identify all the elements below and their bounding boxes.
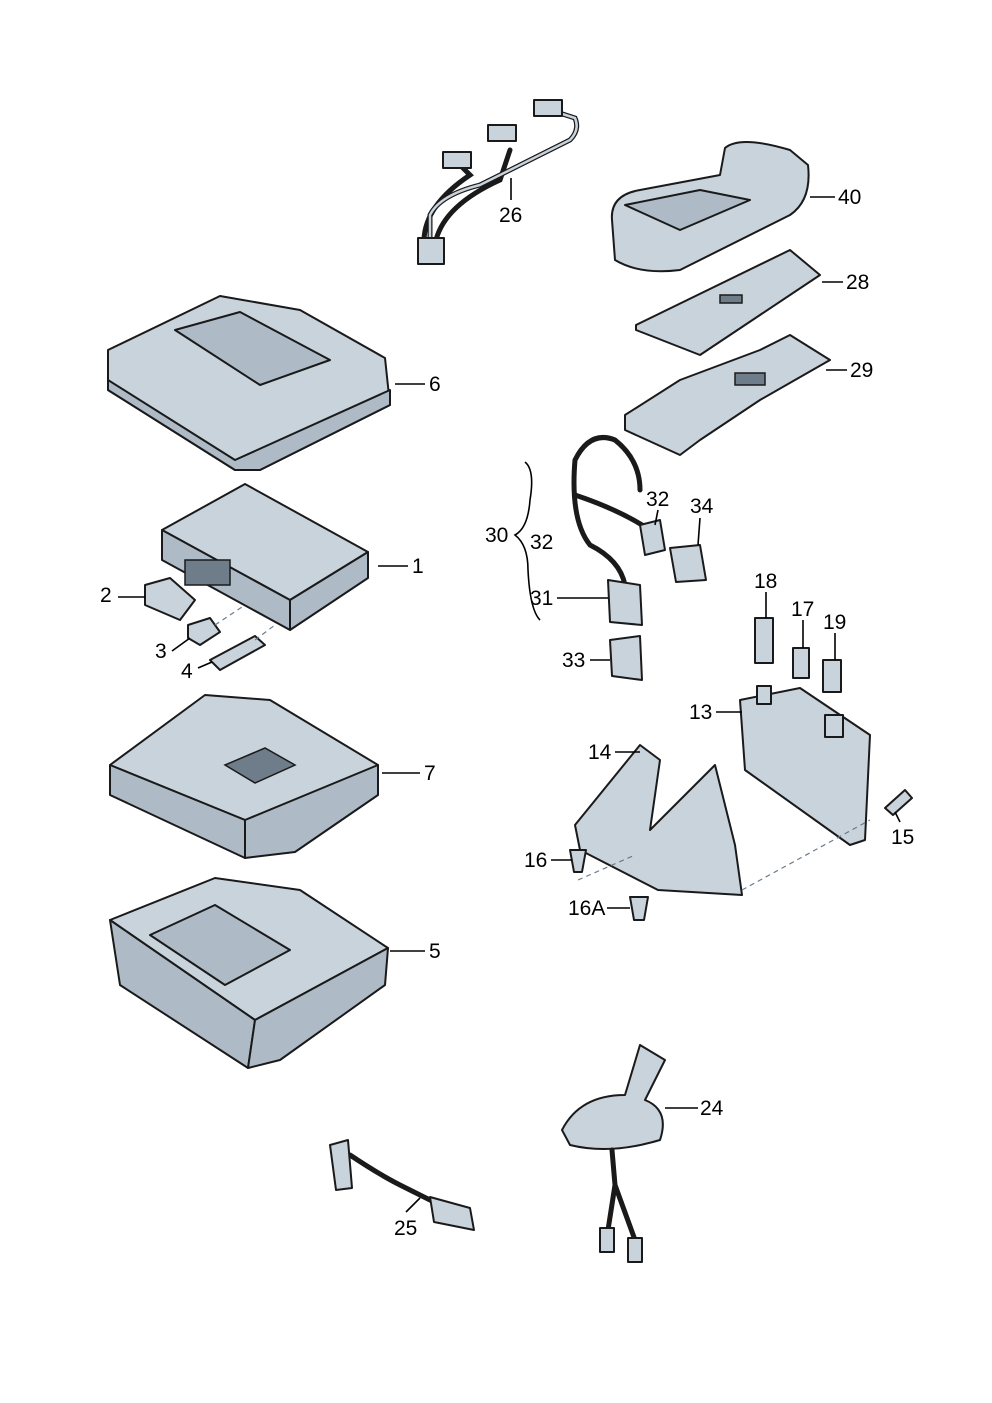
callout-34: 34 (690, 495, 714, 518)
callout-1: 1 (412, 555, 424, 578)
part-14-bracket[interactable] (574, 744, 743, 896)
part-13-module[interactable] (739, 617, 871, 846)
callout-14: 14 (588, 741, 612, 764)
callout-40: 40 (838, 186, 861, 209)
part-2-connector[interactable] (144, 577, 196, 621)
part-26-wiring-harness[interactable] (417, 99, 580, 265)
callout-13: 13 (689, 701, 712, 724)
part-29-circuit-board[interactable] (624, 334, 831, 456)
callout-4: 4 (181, 660, 193, 683)
part-40-center-console-tray[interactable] (610, 140, 810, 273)
callout-6: 6 (429, 373, 441, 396)
leader-lines (118, 178, 901, 1213)
callout-26: 26 (499, 204, 522, 227)
part-4-card[interactable] (209, 635, 266, 671)
part-3-connector[interactable] (187, 617, 221, 646)
callout-19: 19 (823, 611, 846, 634)
part-16-screw[interactable] (569, 849, 587, 873)
callout-25: 25 (394, 1217, 417, 1240)
callout-32: 32 (646, 488, 669, 511)
callout-7: 7 (424, 762, 436, 785)
part-15-screw[interactable] (884, 789, 913, 816)
part-25-antenna-cable[interactable] (329, 1139, 475, 1231)
callout-15: 15 (891, 826, 914, 849)
callout-labels: 26 40 28 29 6 30 32 32 34 1 2 31 18 17 1… (100, 186, 914, 1240)
callout-24: 24 (700, 1097, 724, 1120)
part-5-housing[interactable] (109, 877, 389, 1069)
part-1-control-unit[interactable] (161, 483, 369, 631)
callout-16a: 16A (568, 897, 605, 920)
callout-2: 2 (100, 584, 112, 607)
callout-30: 30 (485, 524, 508, 547)
callout-28: 28 (846, 271, 869, 294)
part-7-tray[interactable] (109, 694, 379, 859)
part-30-cable-set[interactable] (571, 435, 707, 681)
part-6-cover[interactable] (107, 295, 391, 471)
part-28-plate[interactable] (635, 249, 821, 356)
callout-3: 3 (155, 640, 167, 663)
callout-32-group: 32 (530, 531, 553, 554)
callout-18: 18 (754, 570, 777, 593)
callout-17: 17 (791, 598, 814, 621)
callout-29: 29 (850, 359, 873, 382)
callout-31: 31 (530, 587, 553, 610)
callout-33: 33 (562, 649, 585, 672)
callout-5: 5 (429, 940, 441, 963)
part-16a-clip[interactable] (629, 896, 649, 921)
part-24-roof-antenna[interactable] (561, 1044, 666, 1263)
callout-16: 16 (524, 849, 547, 872)
